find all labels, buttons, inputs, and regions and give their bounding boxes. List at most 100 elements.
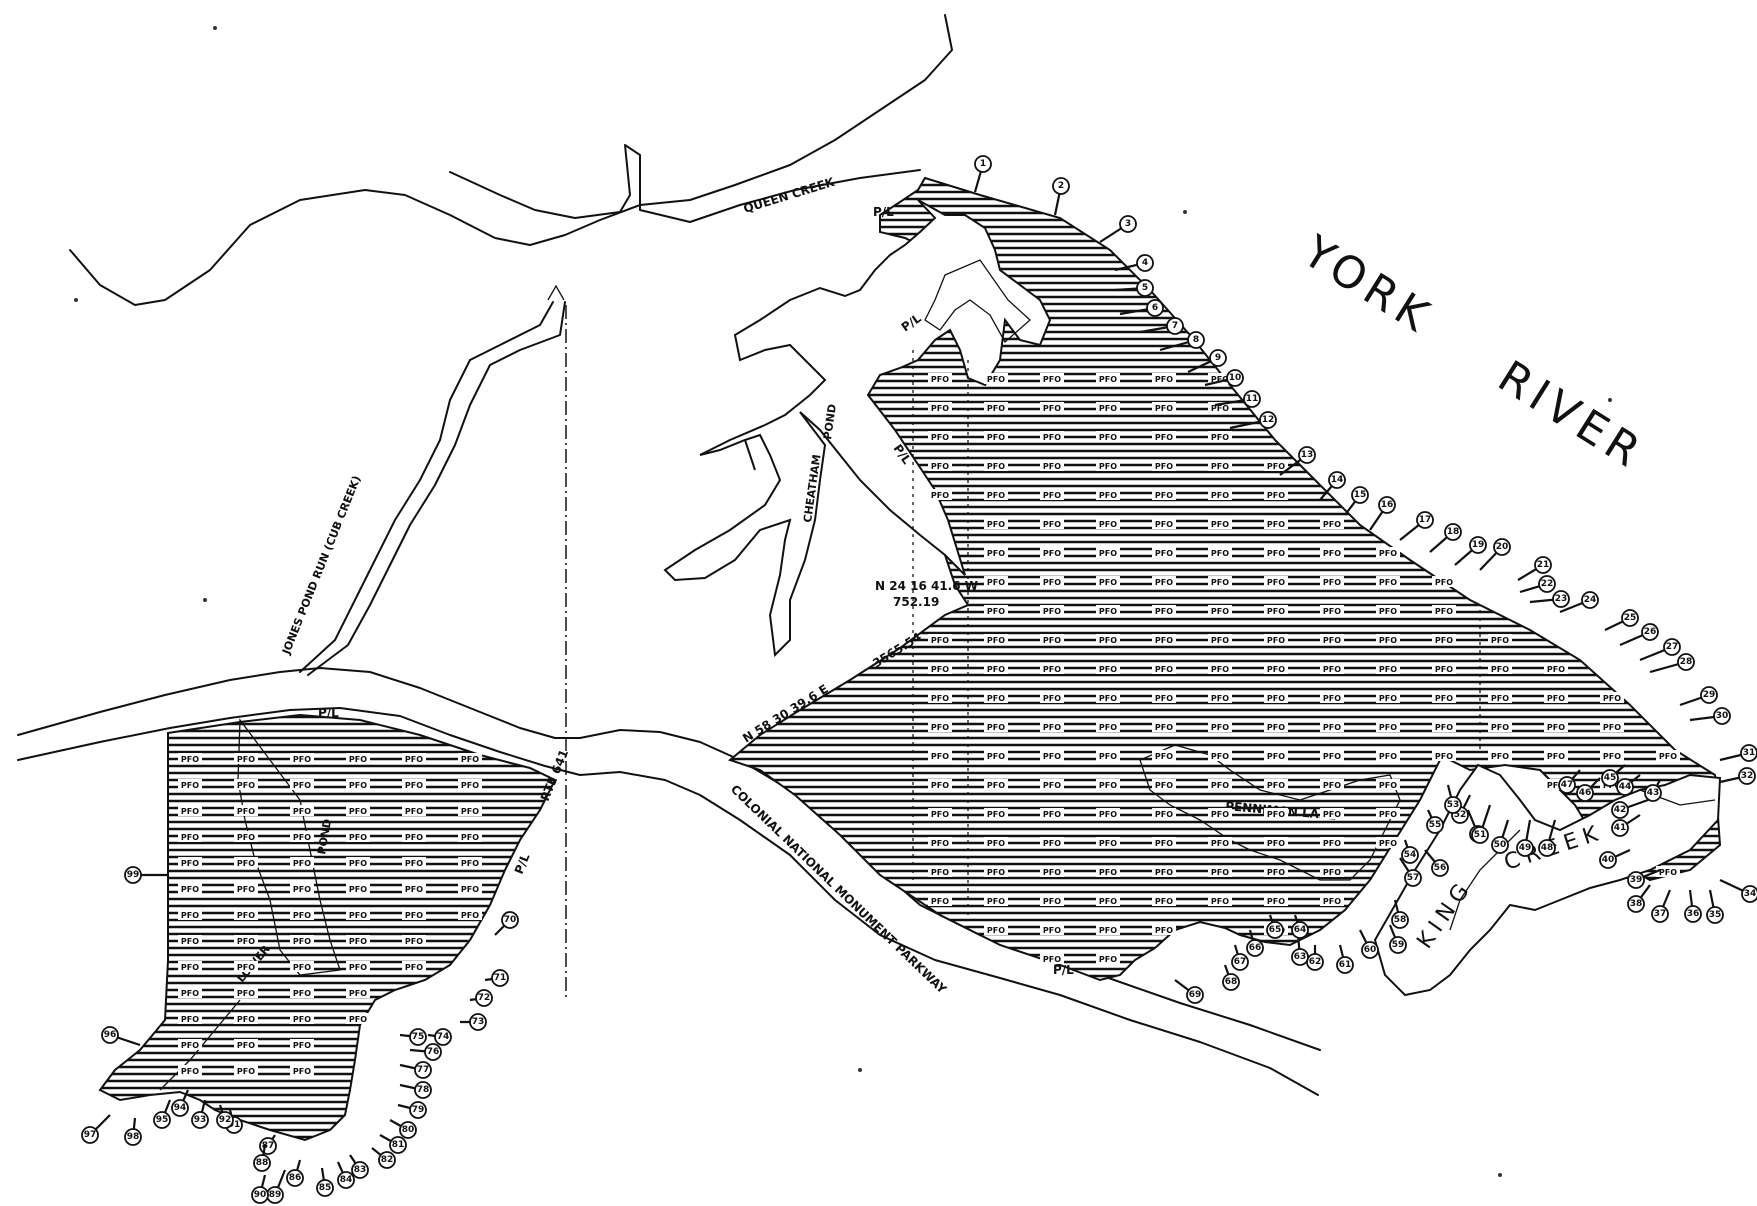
pfo-label-bg [1152,576,1176,587]
pfo-label: PFO [293,755,311,764]
pfo-label: PFO [237,911,255,920]
pfo-label-bg [1264,779,1288,790]
pfo-label-bg [1208,547,1232,558]
station-marker-73: 73 [460,1013,487,1031]
pfo-label-bg [1040,692,1064,703]
pfo-label: PFO [1099,694,1117,703]
station-marker-label: 1 [980,159,986,169]
pfo-label-bg [1432,663,1456,674]
pfo-label-bg [1152,605,1176,616]
pfo-label-bg [178,805,202,816]
pfo-label-bg [346,961,370,972]
pfo-label: PFO [1043,462,1061,471]
pfo-label: PFO [987,491,1005,500]
pfo-label: PFO [1099,868,1117,877]
pfo-label: PFO [405,885,423,894]
pfo-label: PFO [349,833,367,842]
pfo-label: PFO [987,781,1005,790]
pfo-label-bg [290,1065,314,1076]
scan-dot [74,298,78,302]
pfo-label-bg [290,909,314,920]
station-marker-label: 89 [269,1190,282,1200]
pfo-label: PFO [1323,694,1341,703]
pfo-label-bg [1488,634,1512,645]
station-marker-label: 87 [262,1141,275,1151]
station-marker-label: 63 [1294,952,1307,962]
pfo-label: PFO [237,833,255,842]
pfo-label: PFO [1379,723,1397,732]
pfo-label: PFO [1155,926,1173,935]
pfo-label: PFO [931,839,949,848]
station-marker-label: 85 [319,1183,332,1193]
pfo-label: PFO [931,781,949,790]
pfo-label-bg [402,805,426,816]
pfo-label-bg [984,866,1008,877]
pfo-label: PFO [1267,752,1285,761]
pfo-label-bg [984,750,1008,761]
station-marker-58: 58 [1391,899,1409,929]
station-marker-label: 68 [1225,977,1238,987]
pfo-label-bg [346,831,370,842]
pfo-label-bg [290,1013,314,1024]
pfo-label-bg [234,1065,258,1076]
pfo-label: PFO [181,755,199,764]
station-marker-3: 3 [1099,215,1137,243]
pfo-label-bg [1152,866,1176,877]
pfo-label-bg [1376,547,1400,558]
pfo-label: PFO [181,833,199,842]
pfo-label-bg [290,961,314,972]
pfo-label-bg [984,431,1008,442]
station-marker-25: 25 [1604,609,1639,631]
station-marker-50: 50 [1491,819,1510,854]
pl-label-parkway: P/L [1053,963,1074,977]
pfo-label-bg [1040,924,1064,935]
pfo-label-bg [984,692,1008,703]
pfo-label-bg [1208,576,1232,587]
pfo-label: PFO [1099,404,1117,413]
station-marker-84: 84 [336,1161,355,1189]
pfo-label: PFO [1267,491,1285,500]
pfo-label: PFO [461,781,479,790]
station-marker-45: 45 [1601,764,1626,787]
station-marker-94: 94 [171,1089,190,1117]
pfo-label-bg [1096,779,1120,790]
king-creek [1373,763,1722,997]
pfo-label-bg [1096,547,1120,558]
pfo-label-bg [1040,489,1064,500]
station-marker-label: 93 [194,1115,207,1125]
pfo-label-bg [1040,663,1064,674]
pfo-label: PFO [1155,810,1173,819]
pfo-label: PFO [1099,810,1117,819]
pfo-label-bg [984,808,1008,819]
station-marker-9: 9 [1187,349,1227,373]
pfo-label-bg [1208,866,1232,877]
pfo-label-bg [1152,924,1176,935]
pfo-label: PFO [1155,897,1173,906]
pfo-label: PFO [1043,375,1061,384]
station-marker-39: 39 [1627,868,1661,889]
pfo-label-bg [1040,866,1064,877]
station-marker-23: 23 [1529,590,1570,608]
pfo-label: PFO [1155,694,1173,703]
station-marker-label: 22 [1541,579,1554,589]
station-marker-label: 67 [1234,957,1247,967]
pfo-label-bg [1376,576,1400,587]
pfo-label: PFO [181,1015,199,1024]
pfo-label-bg [1208,721,1232,732]
station-marker-46: 46 [1576,777,1601,802]
pfo-label-bg [1208,692,1232,703]
pfo-label-bg [984,837,1008,848]
pfo-label: PFO [405,937,423,946]
station-marker-label: 50 [1494,840,1507,850]
station-marker-49: 49 [1516,819,1534,857]
station-marker-18: 18 [1429,523,1462,553]
pfo-label: PFO [181,1041,199,1050]
station-marker-88: 88 [253,1144,271,1172]
pfo-label: PFO [987,723,1005,732]
pfo-label-bg [1544,663,1568,674]
station-marker-56: 56 [1424,849,1449,877]
pfo-label-bg [1096,576,1120,587]
station-marker-21: 21 [1517,556,1552,581]
pfo-label-bg [290,935,314,946]
